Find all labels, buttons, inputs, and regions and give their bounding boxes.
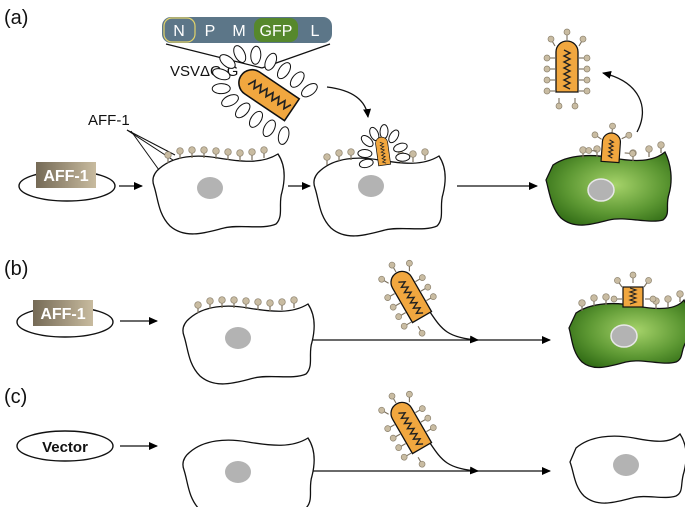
plasmid-vector-c: Vector (16, 430, 114, 462)
svg-text:L: L (311, 23, 320, 40)
nucleus (225, 461, 251, 483)
svg-text:P: P (205, 23, 216, 40)
virion-path-c (429, 442, 479, 475)
infected-green-cell-a (545, 141, 672, 226)
genome-segment-n: N (163, 17, 196, 43)
infected-green-cell-b (568, 290, 685, 369)
genome-segment-m: M (225, 18, 253, 42)
fusing-virion-b (610, 271, 657, 308)
budding-virion-a (585, 122, 637, 164)
aff1-pseudotyped-virion-b (377, 259, 438, 338)
panel-label-a: (a) (4, 7, 28, 29)
nucleus (225, 327, 251, 349)
svg-text:Vector: Vector (42, 439, 88, 456)
virion-path-b (429, 311, 479, 344)
cell-aff1-expressing-b (182, 296, 315, 385)
genome-segment-p: P (196, 18, 224, 42)
cell-vector-c (182, 437, 315, 507)
svg-text:AFF-1: AFF-1 (40, 306, 85, 323)
protein-label: AFF-1 (88, 112, 130, 129)
aff1-pseudotyped-virion-c (377, 390, 438, 469)
nucleus (197, 177, 223, 199)
genome-link-left (165, 43, 263, 69)
svg-text:N: N (173, 23, 185, 40)
vsv-g-virion (211, 45, 318, 145)
genome-segment-l: L (299, 18, 331, 42)
genome-map: N P M GFP L (162, 17, 332, 43)
svg-text:AFF-1: AFF-1 (43, 168, 88, 185)
svg-text:GFP: GFP (260, 23, 293, 40)
released-virion (543, 28, 591, 110)
arrow-release (602, 71, 644, 133)
panel-label-b: (b) (4, 258, 28, 280)
genome-segment-gfp: GFP (254, 18, 298, 42)
nucleus (613, 454, 639, 476)
uninfected-cell-c (569, 432, 685, 504)
vsv-g-virion-docked (357, 124, 411, 169)
panel-label-c: (c) (4, 386, 27, 408)
nucleus (587, 178, 615, 202)
svg-text:M: M (232, 23, 245, 40)
plasmid-aff1-b: AFF-1 (16, 300, 114, 338)
plasmid-aff1-a: AFF-1 (18, 162, 116, 202)
nucleus (610, 324, 638, 348)
cell-aff1-expressing-a (152, 146, 285, 235)
arrow-virus-to-cell (326, 86, 372, 118)
cell-with-virus-a (313, 148, 446, 237)
nucleus (358, 175, 384, 197)
